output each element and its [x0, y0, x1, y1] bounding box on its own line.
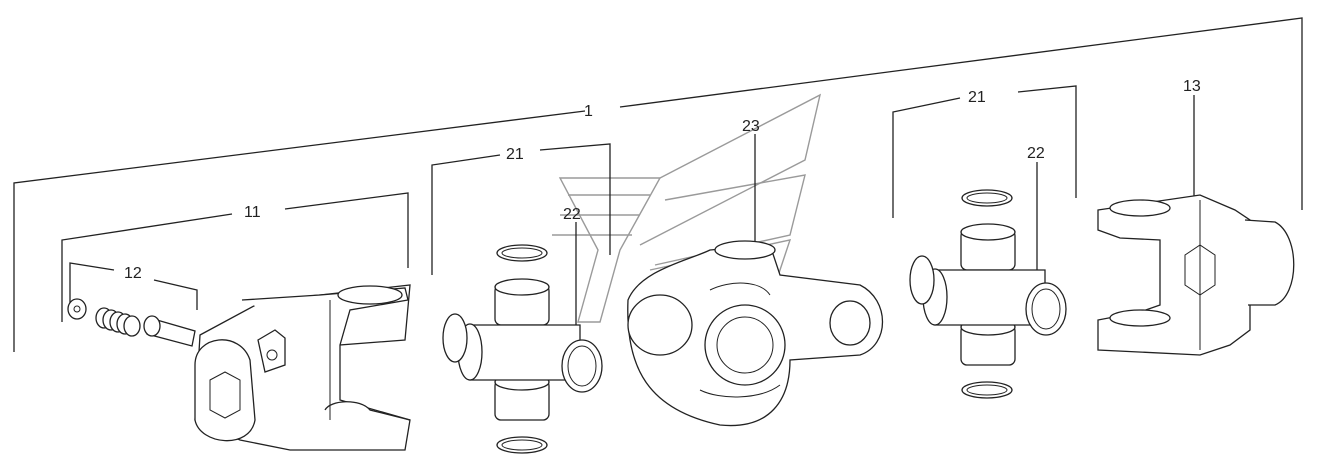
- label-13: 13: [1183, 78, 1201, 95]
- snap-ring-bottom-left: [496, 436, 548, 454]
- cross-left: [442, 278, 603, 421]
- bracket-12: [69, 262, 198, 310]
- label-11: 11: [244, 204, 261, 221]
- spring-assembly: [67, 298, 196, 347]
- yoke-left: [194, 284, 411, 451]
- label-21-right: 21: [968, 89, 986, 106]
- center-housing: [627, 240, 883, 427]
- bracket-21-left: [431, 143, 611, 275]
- label-21-left: 21: [506, 146, 524, 163]
- bracket-1: [13, 17, 1303, 352]
- label-23: 23: [742, 118, 760, 135]
- yoke-right: [1097, 194, 1295, 356]
- cross-right: [909, 223, 1067, 366]
- label-12: 12: [124, 265, 142, 282]
- bracket-21-right: [892, 85, 1077, 218]
- label-22-right: 22: [1027, 145, 1045, 162]
- snap-ring-top-left: [496, 244, 548, 262]
- label-22-left: 22: [563, 206, 581, 223]
- label-1: 1: [584, 103, 593, 120]
- snap-ring-bottom-right: [961, 381, 1013, 399]
- bracket-11: [61, 192, 409, 322]
- callout-labels: 1 11 12 21 22 23 21 22 13: [124, 78, 1201, 282]
- snap-ring-top-right: [961, 189, 1013, 207]
